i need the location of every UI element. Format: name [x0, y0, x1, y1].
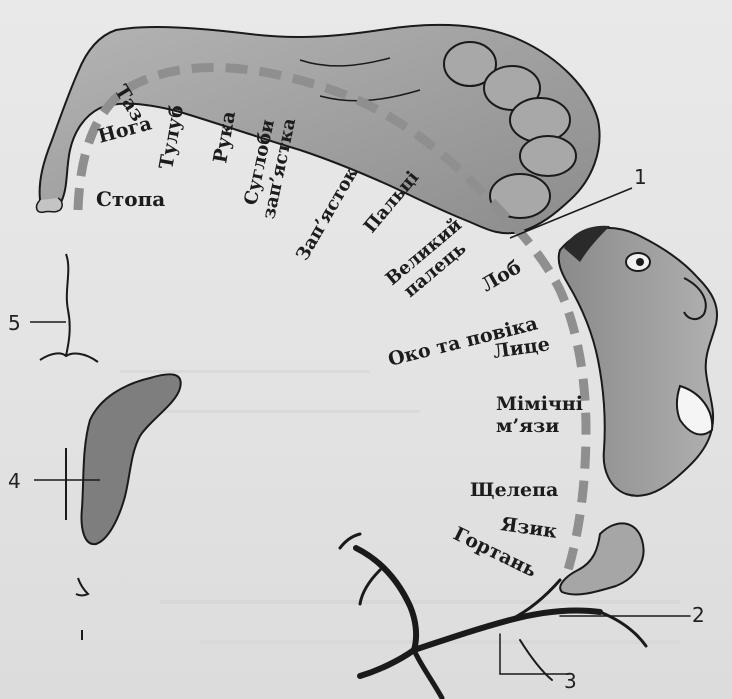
label-lob: Лоб	[478, 256, 526, 296]
marker-1: 1	[634, 165, 647, 189]
label-mimichni-2: м’язи	[496, 415, 559, 437]
label-zapyastok: Зап’ясток	[292, 163, 362, 264]
label-tulub: Тулуб	[155, 103, 188, 170]
structure-4	[34, 374, 181, 640]
marker-2: 2	[692, 603, 705, 627]
background-texture	[120, 370, 680, 644]
marker-5: 5	[8, 311, 21, 335]
label-mimichni-1: Мімічні	[496, 393, 583, 415]
label-stopa: Стопа	[96, 187, 165, 211]
structure-5	[30, 254, 98, 362]
marker-4: 4	[8, 469, 21, 493]
label-yazyk: Язик	[499, 513, 558, 543]
label-noha: Нога	[96, 112, 154, 147]
label-shchelepa: Щелепа	[470, 479, 558, 501]
marker-3: 3	[564, 669, 577, 693]
